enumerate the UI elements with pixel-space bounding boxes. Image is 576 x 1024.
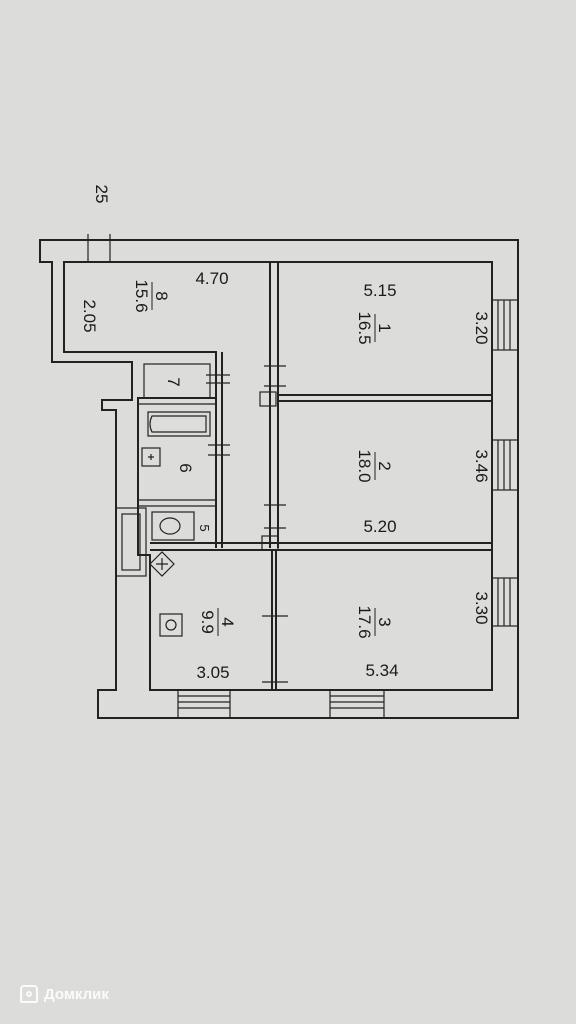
room-3-width: 5.34 (365, 661, 398, 680)
room-8-label: 8 15.6 (132, 279, 171, 312)
room-1-label: 1 16.5 (355, 311, 394, 344)
room-1-width: 5.15 (363, 281, 396, 300)
room-4-area: 9.9 (198, 610, 217, 634)
room-1-area: 16.5 (355, 311, 374, 344)
room-4-number: 4 (218, 617, 237, 626)
room-7-number: 7 (164, 377, 183, 386)
interior-walls (115, 262, 492, 690)
room-8-area: 15.6 (132, 279, 151, 312)
room-8-number: 8 (152, 291, 171, 300)
room-2-depth: 3.46 (472, 449, 491, 482)
room-4-label: 4 9.9 (198, 608, 237, 636)
bathtub-icon (147, 411, 211, 437)
room-3-number: 3 (375, 617, 394, 626)
domclick-logo-icon (20, 985, 38, 1003)
sink-icon (141, 447, 161, 467)
room-5-number: 5 (197, 524, 212, 531)
room-2-label: 2 18.0 (355, 449, 394, 482)
stove-icon (159, 613, 183, 637)
room-1-number: 1 (375, 323, 394, 332)
room-2-area: 18.0 (355, 449, 374, 482)
room-1-depth: 3.20 (472, 311, 491, 344)
toilet-icon (151, 511, 195, 541)
boiler-icon (149, 551, 175, 577)
room-2-number: 2 (375, 461, 394, 470)
room-6-number: 6 (176, 463, 195, 472)
watermark: Домклик (20, 985, 109, 1003)
room-8-depth: 2.05 (80, 299, 99, 332)
room-4-width: 3.05 (196, 663, 229, 682)
room-3-label: 3 17.6 (355, 605, 394, 638)
fixtures (141, 363, 211, 637)
windows (177, 299, 519, 719)
plan-number: 25 (92, 185, 111, 204)
room-2-width: 5.20 (363, 517, 396, 536)
room-3-area: 17.6 (355, 605, 374, 638)
watermark-text: Домклик (44, 985, 109, 1003)
storage-box (143, 363, 211, 399)
room-3-depth: 3.30 (472, 591, 491, 624)
room-8-width: 4.70 (195, 269, 228, 288)
